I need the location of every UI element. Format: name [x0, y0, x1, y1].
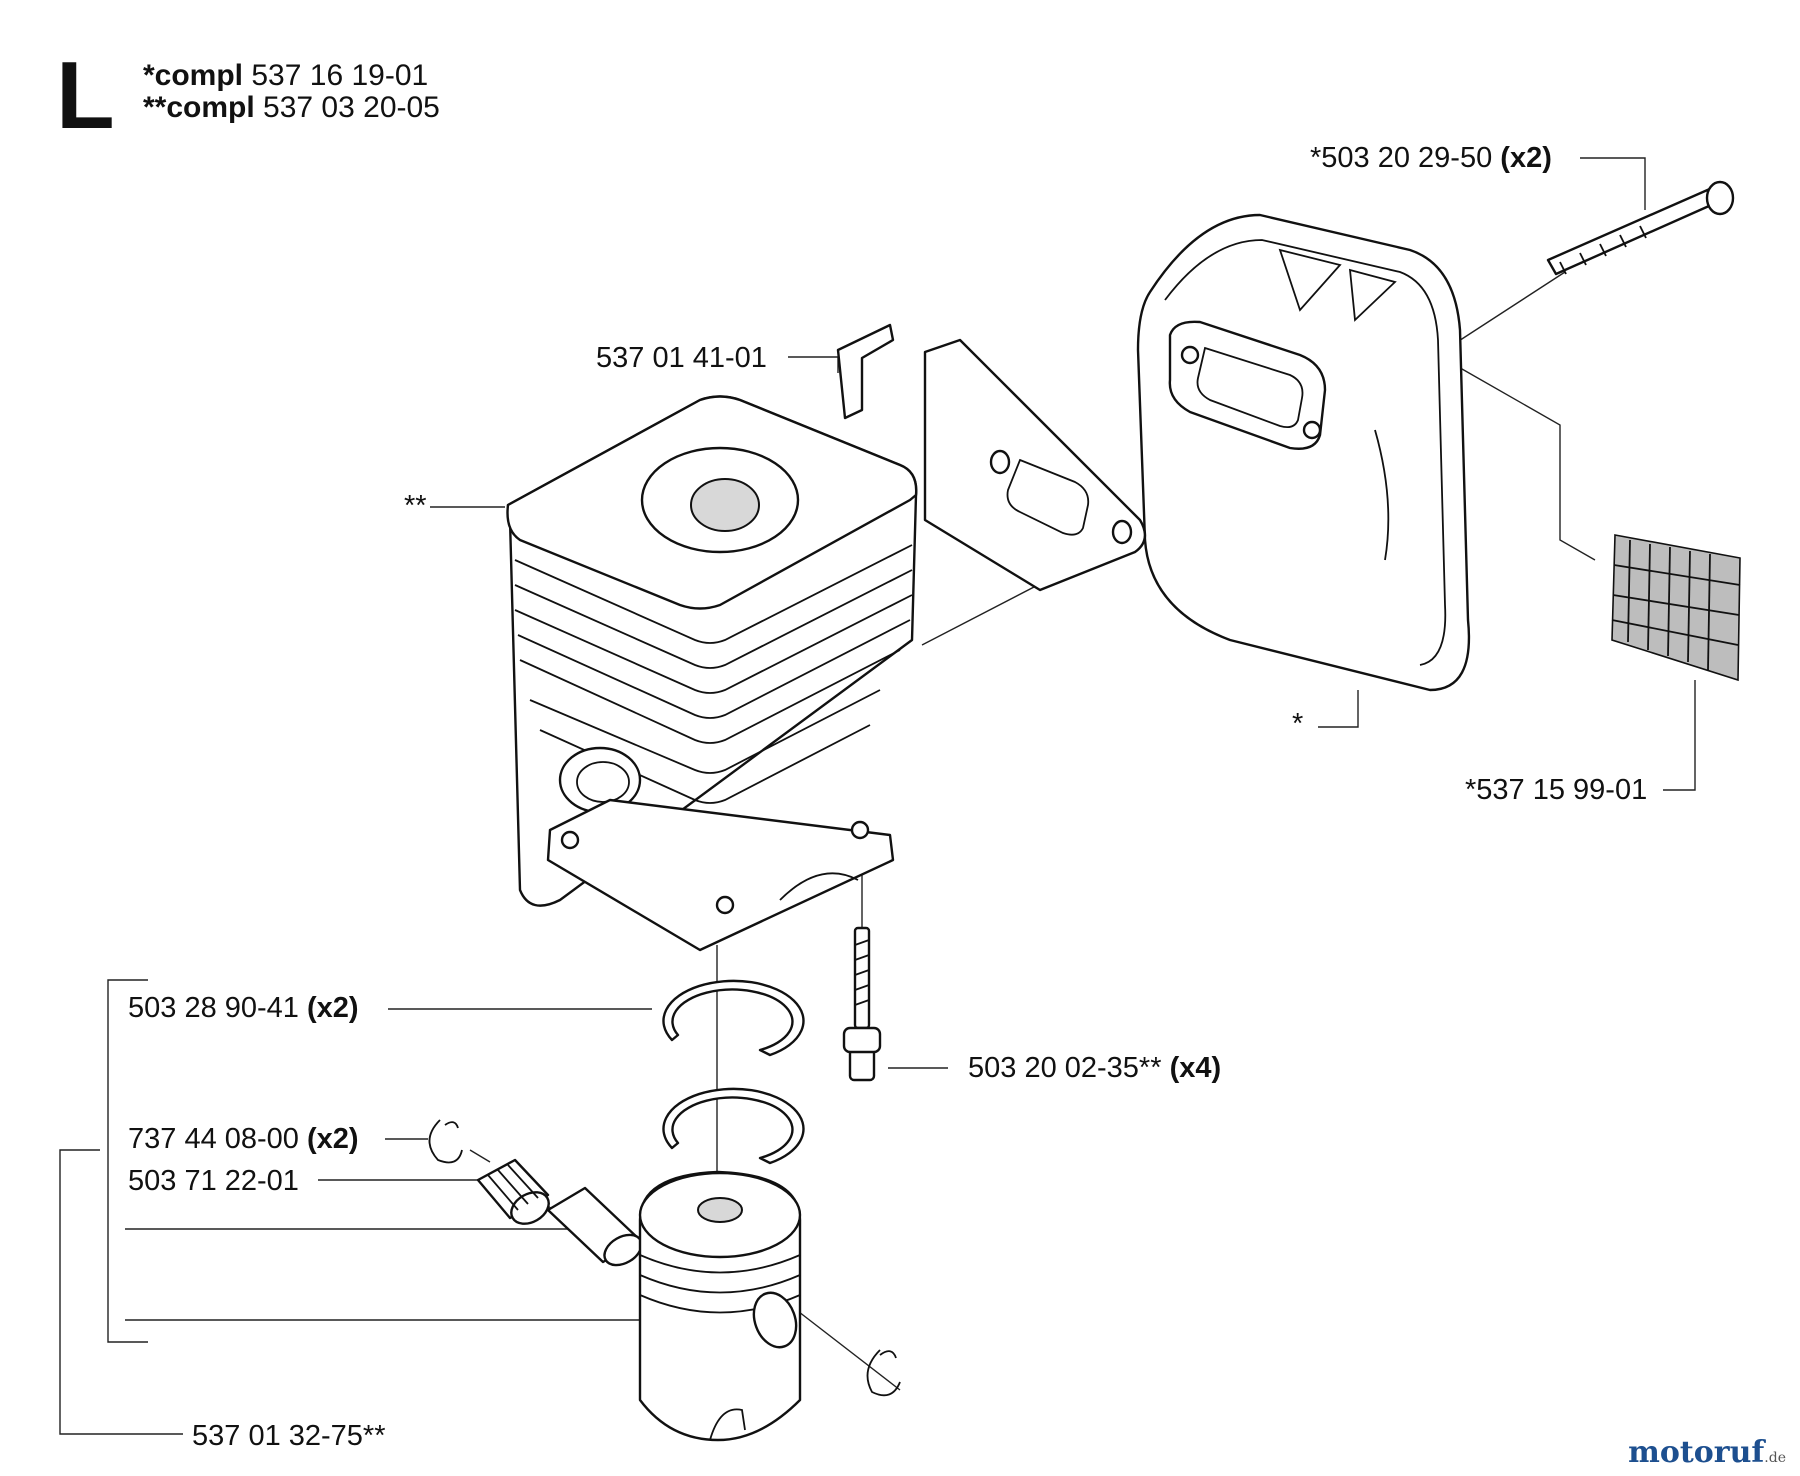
cylinder-drawing	[506, 395, 918, 952]
assembly-prefix-1: *compl	[143, 59, 244, 92]
leader-lines	[59, 157, 1696, 1435]
part-number-muffler: *	[1292, 708, 1304, 740]
label-cylinder: **	[404, 490, 427, 522]
bracket-drawing	[836, 323, 1147, 592]
muffler-bolt-drawing	[1546, 180, 1735, 276]
label-piston: 537 01 32-75**	[192, 1420, 386, 1452]
qty-muffler-bolt: (x2)	[1500, 142, 1552, 174]
label-cylinder-screw: 503 20 02-35** (x4)	[968, 1052, 1221, 1084]
label-bracket: 537 01 41-01	[596, 342, 767, 374]
cylinder-screw-drawing	[842, 926, 882, 1082]
needle-bearing-drawing	[476, 1158, 550, 1225]
qty-piston-ring: (x2)	[307, 992, 359, 1024]
watermark-suffix: .de	[1764, 1450, 1786, 1466]
label-circlip: 737 44 08-00 (x2)	[128, 1123, 359, 1155]
part-number-cylinder: **	[404, 490, 427, 522]
qty-circlip: (x2)	[307, 1123, 359, 1155]
qty-cylinder-screw: (x4)	[1169, 1052, 1222, 1084]
piston-drawing	[638, 1170, 802, 1442]
label-piston-ring: 503 28 90-41 (x2)	[128, 992, 359, 1024]
section-letter: L	[56, 42, 115, 149]
part-number-bracket: 537 01 41-01	[596, 342, 767, 374]
part-number-circlip: 737 44 08-00	[128, 1123, 299, 1155]
part-number-needle-bearing: 503 71 22-01	[128, 1165, 299, 1197]
assembly-prefix-2: **compl	[143, 91, 255, 124]
assembly-complete-1: *compl 537 16 19-01	[143, 60, 428, 92]
watermark-brand: motoruf	[1628, 1435, 1765, 1470]
piston-rings-drawing	[662, 979, 805, 1165]
part-number-spark-screen: *537 15 99-01	[1465, 774, 1648, 806]
part-number-piston-ring: 503 28 90-41	[128, 992, 299, 1024]
assembly-complete-2: **compl 537 03 20-05	[143, 92, 440, 124]
label-muffler: *	[1292, 708, 1303, 740]
label-spark-screen: *537 15 99-01	[1465, 774, 1647, 806]
label-needle-bearing: 503 71 22-01	[128, 1165, 299, 1197]
part-number-cylinder-screw: 503 20 02-35**	[968, 1052, 1162, 1084]
spark-screen-drawing	[1611, 534, 1741, 682]
part-number-muffler-bolt: *503 20 29-50	[1310, 142, 1493, 174]
muffler-drawing	[1136, 213, 1471, 692]
piston-pin-drawing	[546, 1186, 643, 1267]
circlips-drawing	[428, 1119, 901, 1397]
assembly-number-1: 537 16 19-01	[251, 59, 429, 92]
watermark-logo: motoruf.de	[1628, 1435, 1786, 1470]
label-muffler-bolt: *503 20 29-50 (x2)	[1310, 142, 1552, 174]
assembly-number-2: 537 03 20-05	[263, 91, 440, 124]
part-number-piston: 537 01 32-75**	[192, 1420, 386, 1452]
